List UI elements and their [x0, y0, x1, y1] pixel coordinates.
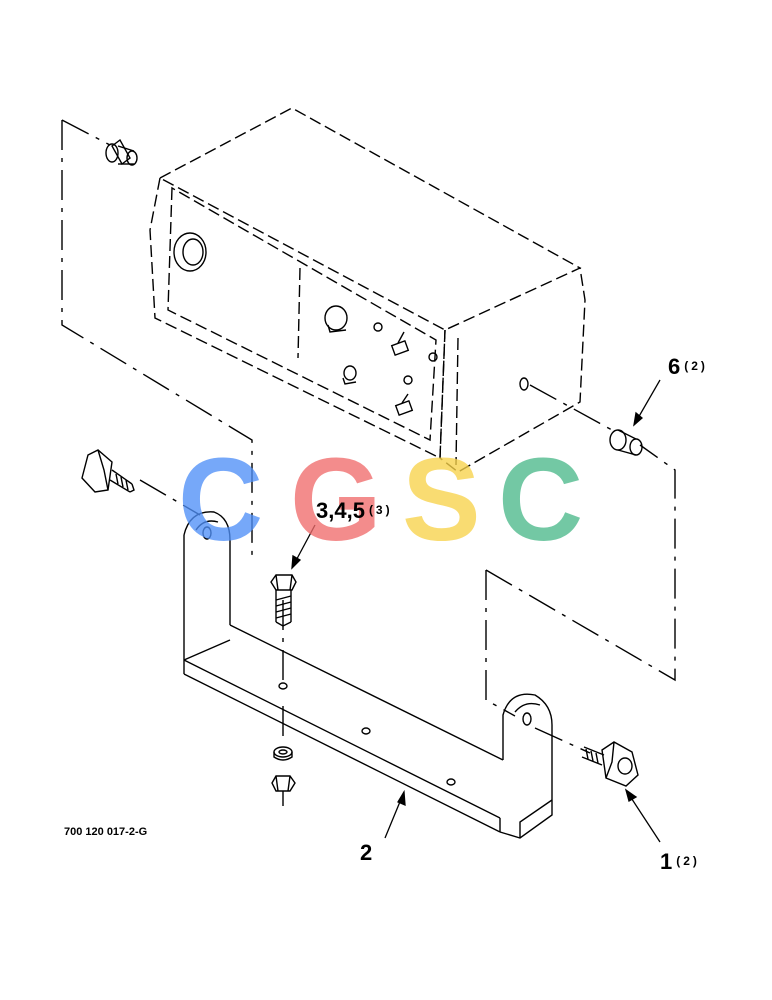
leader-arrows	[291, 379, 661, 843]
callout-345-number: 3,4,5	[316, 498, 365, 523]
drawing-number: 700 120 017-2-G	[64, 826, 148, 838]
bolt-assembly	[270, 574, 297, 806]
callout-1-number: 1	[660, 849, 673, 874]
callout-6-qty: (2)	[684, 359, 708, 373]
grommet-left	[105, 138, 138, 166]
control-box	[149, 107, 586, 473]
callout-1-qty: (2)	[676, 854, 700, 868]
callout-2-number: 2	[360, 840, 373, 865]
callout-item-3-4-5: 3,4,5(3)	[316, 500, 393, 522]
grommet-right	[609, 429, 643, 456]
construction-lines	[61, 119, 676, 754]
u-bracket	[183, 511, 553, 839]
callout-6-number: 6	[668, 354, 681, 379]
callout-345-qty: (3)	[368, 503, 393, 517]
callout-item-2: 2	[360, 842, 372, 864]
thumb-screw-right	[581, 741, 639, 787]
panel-controls	[324, 305, 529, 416]
callout-item-1: 1(2)	[660, 851, 700, 873]
thumb-screw-left	[81, 449, 135, 493]
callout-item-6: 6(2)	[668, 356, 708, 378]
box-knob	[173, 232, 207, 272]
